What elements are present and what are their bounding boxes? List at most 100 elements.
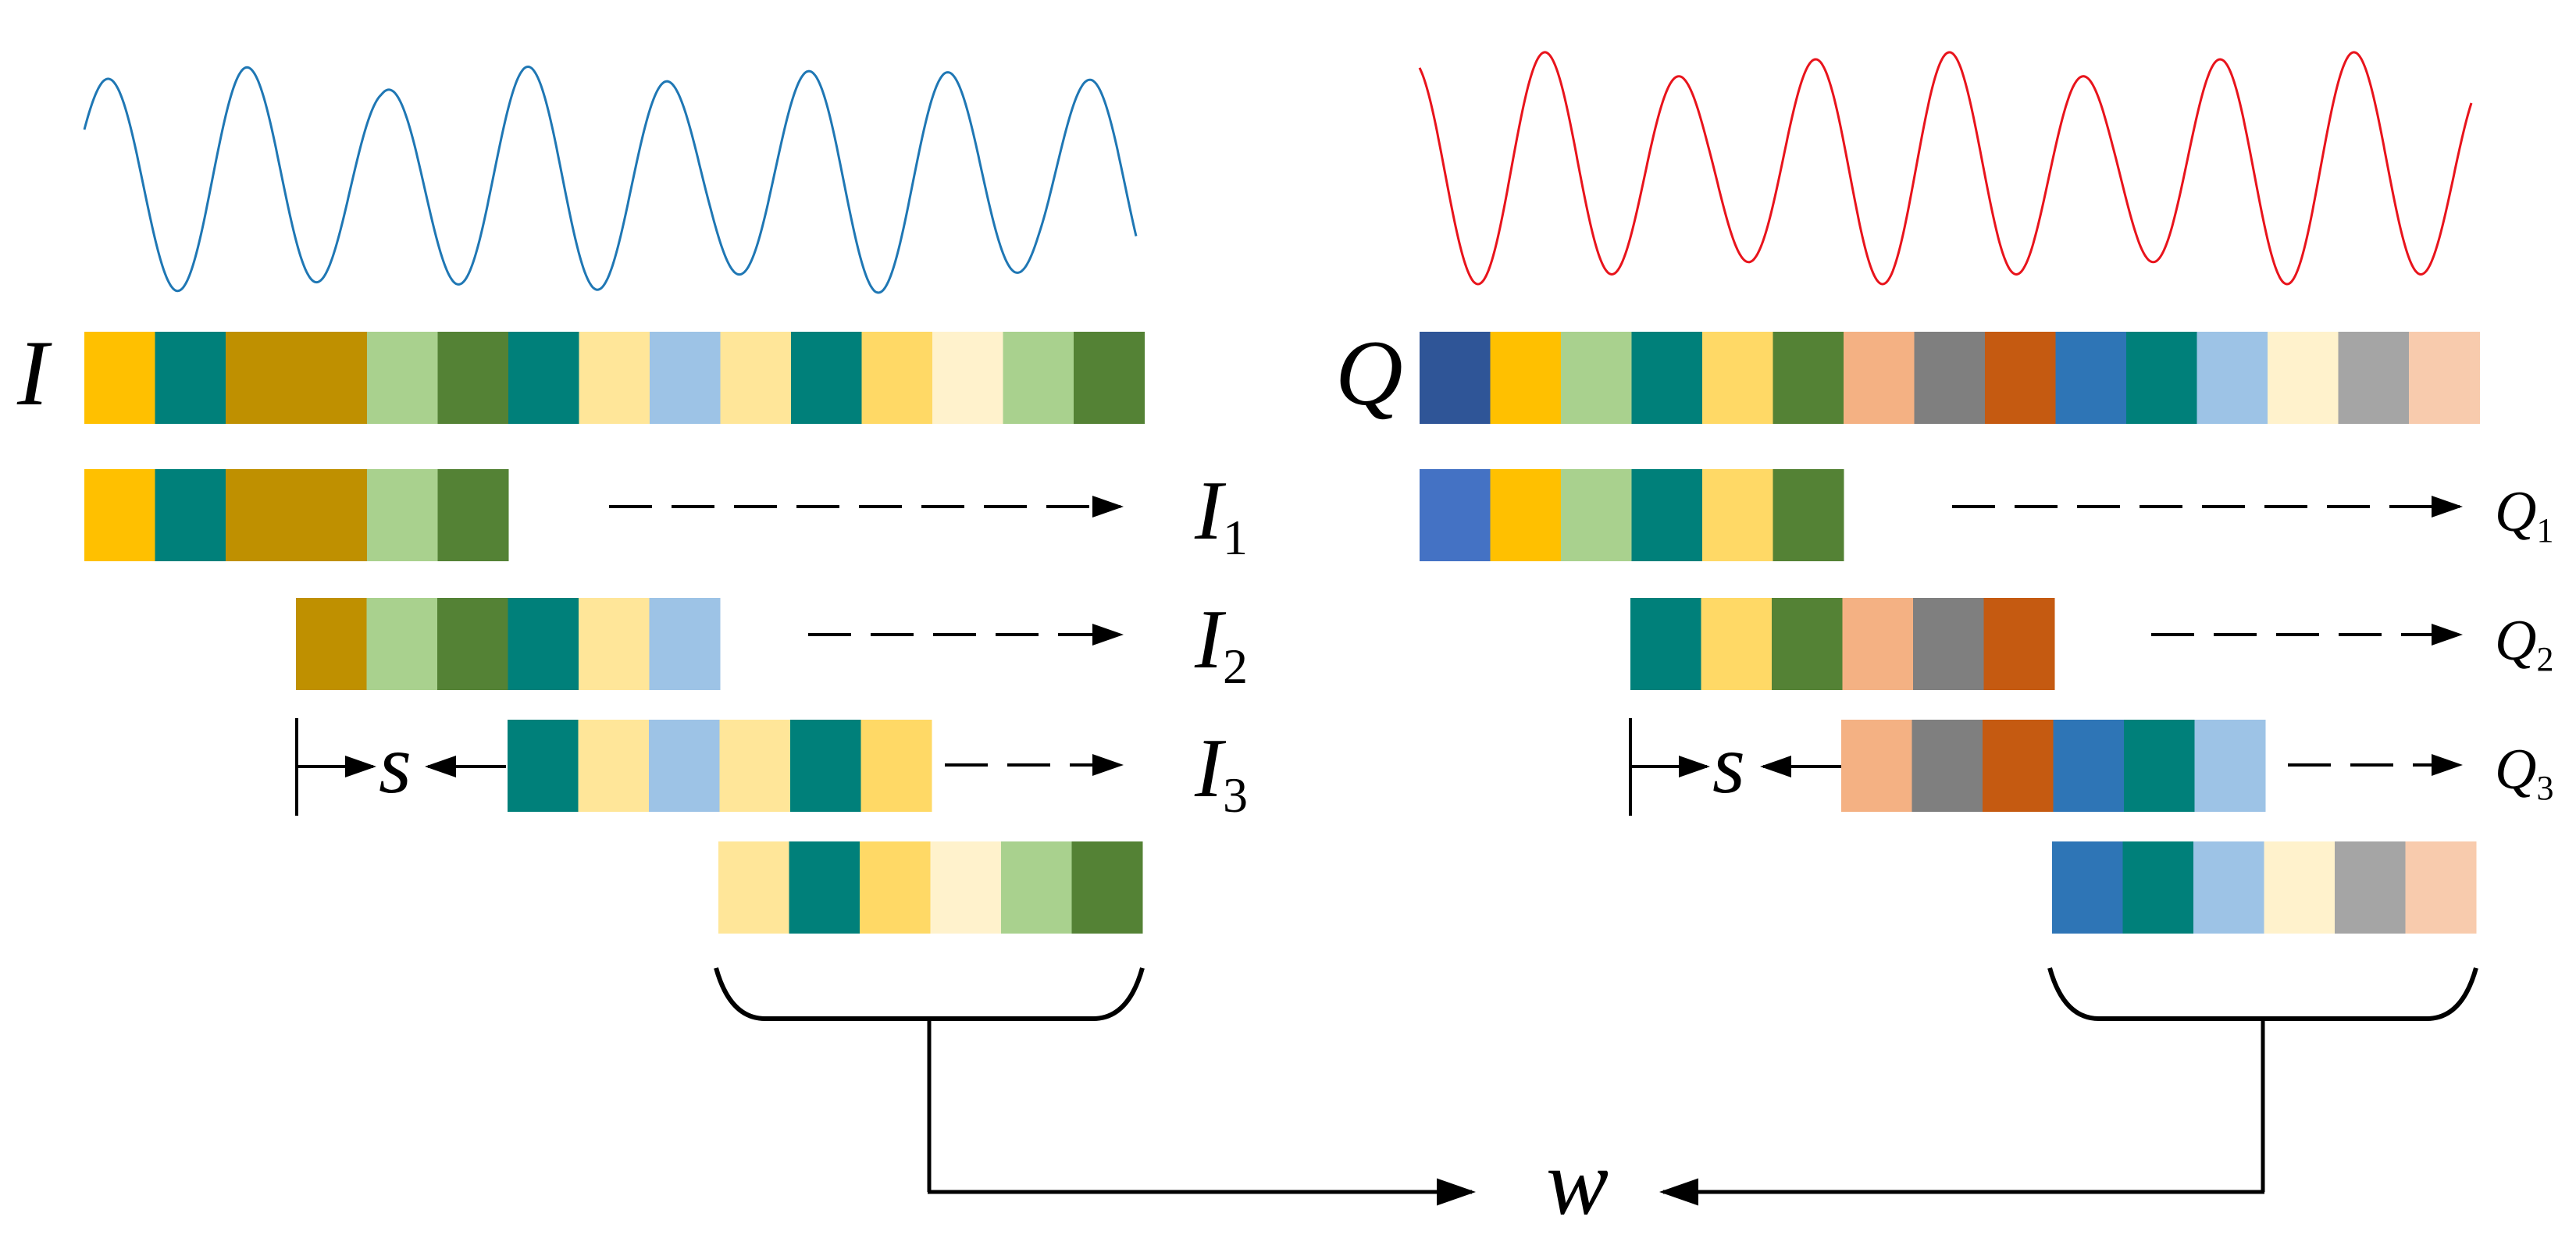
- i-win2-cell-6: [649, 598, 721, 690]
- q-seq-cell-7: [1844, 332, 1915, 424]
- q-seq-cell-15: [2409, 332, 2480, 424]
- i-seq-cell-13: [932, 332, 1003, 424]
- q-win1-cell-4: [1631, 469, 1703, 561]
- i-win4-cell-1: [718, 841, 789, 934]
- q-window-3: [1841, 720, 2266, 812]
- i-win3-cell-6: [860, 720, 932, 812]
- q-window-2: [1630, 598, 2055, 690]
- i-seq-cell-10: [720, 332, 792, 424]
- i-win1-cell-5: [367, 469, 438, 561]
- q-win2-cell-3: [1772, 598, 1843, 690]
- i-signal-waveform: [83, 65, 1138, 294]
- i-win4-cell-3: [860, 841, 931, 934]
- q-win3-cell-2: [1912, 720, 1983, 812]
- i-win2-cell-4: [508, 598, 579, 690]
- i-seq-cell-15: [1074, 332, 1145, 424]
- q-win4-cell-5: [2335, 841, 2406, 934]
- i-win2-cell-2: [366, 598, 438, 690]
- i1-label: I1: [1194, 464, 1248, 565]
- q1-label: Q1: [2495, 480, 2553, 550]
- q-win4-cell-3: [2193, 841, 2264, 934]
- i-win3-cell-4: [719, 720, 791, 812]
- i-stride-label: s: [379, 718, 412, 811]
- i2-label: I2: [1194, 593, 1248, 694]
- q-window-1: [1420, 469, 1844, 561]
- q3-label: Q3: [2495, 738, 2553, 807]
- q-win1-cell-5: [1702, 469, 1773, 561]
- q-win2-cell-2: [1701, 598, 1773, 690]
- q-seq-cell-8: [1914, 332, 1986, 424]
- q-win4-cell-6: [2405, 841, 2477, 934]
- i-win1-cell-4: [296, 469, 368, 561]
- i-win4-cell-5: [1001, 841, 1072, 934]
- q-window-last: [2052, 841, 2477, 934]
- i-seq-cell-12: [861, 332, 933, 424]
- q-win1-cell-1: [1420, 469, 1491, 561]
- i-window-2: [296, 598, 721, 690]
- i-win3-cell-2: [578, 720, 650, 812]
- q-win2-cell-1: [1630, 598, 1701, 690]
- q-seq-cell-11: [2126, 332, 2197, 424]
- q-win3-cell-4: [2053, 720, 2125, 812]
- i-win3-cell-5: [790, 720, 861, 812]
- i-sequence-label: I: [16, 321, 52, 425]
- q-win3-cell-1: [1841, 720, 1912, 812]
- q2-label: Q2: [2495, 609, 2553, 678]
- i-window-1: [84, 469, 509, 561]
- q-win4-cell-4: [2264, 841, 2336, 934]
- q-win1-cell-6: [1773, 469, 1844, 561]
- i-win1-cell-3: [226, 469, 297, 561]
- i-window-3: [508, 720, 932, 812]
- i-seq-cell-9: [650, 332, 721, 424]
- i-window-bracket: [714, 967, 1145, 1021]
- q-win2-cell-5: [1913, 598, 1984, 690]
- q-seq-cell-6: [1773, 332, 1844, 424]
- q-win3-cell-3: [1983, 720, 2054, 812]
- q-seq-cell-10: [2055, 332, 2127, 424]
- q-seq-cell-5: [1702, 332, 1773, 424]
- output-w-label: w: [1546, 1130, 1609, 1234]
- i-win4-cell-4: [930, 841, 1002, 934]
- i-seq-cell-2: [155, 332, 226, 424]
- i-win1-cell-6: [437, 469, 509, 561]
- q-win4-cell-2: [2122, 841, 2194, 934]
- i-panel: I I1 I2 I3 s: [16, 321, 1476, 1206]
- q-win1-cell-2: [1490, 469, 1562, 561]
- i-win4-cell-6: [1071, 841, 1143, 934]
- q-seq-cell-14: [2338, 332, 2410, 424]
- i-seq-cell-1: [84, 332, 155, 424]
- q-seq-cell-13: [2268, 332, 2339, 424]
- q-win4-cell-1: [2052, 841, 2123, 934]
- q-seq-cell-4: [1631, 332, 1703, 424]
- i-win3-cell-1: [508, 720, 579, 812]
- q-stride-label: s: [1712, 718, 1745, 811]
- q-seq-cell-1: [1420, 332, 1491, 424]
- q-panel: Q Q1 Q2 Q3 s: [1335, 321, 2553, 1206]
- i-seq-cell-7: [508, 332, 579, 424]
- q-seq-cell-12: [2197, 332, 2268, 424]
- i-seq-cell-5: [367, 332, 438, 424]
- q-win3-cell-5: [2124, 720, 2195, 812]
- q-win3-cell-6: [2194, 720, 2266, 812]
- i-win1-cell-1: [84, 469, 155, 561]
- i-seq-cell-3: [226, 332, 297, 424]
- q-sequence-label: Q: [1335, 321, 1403, 425]
- q-seq-cell-2: [1490, 332, 1562, 424]
- q-window-bracket: [2047, 967, 2478, 1021]
- i-win2-cell-3: [437, 598, 508, 690]
- q-seq-cell-3: [1561, 332, 1632, 424]
- i3-label: I3: [1194, 722, 1248, 823]
- q-win1-cell-3: [1561, 469, 1632, 561]
- i-window-last: [718, 841, 1143, 934]
- i-win1-cell-2: [155, 469, 226, 561]
- q-seq-cell-9: [1985, 332, 2056, 424]
- i-win2-cell-5: [579, 598, 650, 690]
- i-win4-cell-2: [789, 841, 860, 934]
- i-win2-cell-1: [296, 598, 367, 690]
- i-seq-cell-11: [791, 332, 862, 424]
- i-sequence-cells: [84, 332, 1145, 424]
- q-sequence-cells: [1420, 332, 2480, 424]
- q-win2-cell-6: [1983, 598, 2055, 690]
- i-seq-cell-8: [579, 332, 650, 424]
- q-win2-cell-4: [1842, 598, 1914, 690]
